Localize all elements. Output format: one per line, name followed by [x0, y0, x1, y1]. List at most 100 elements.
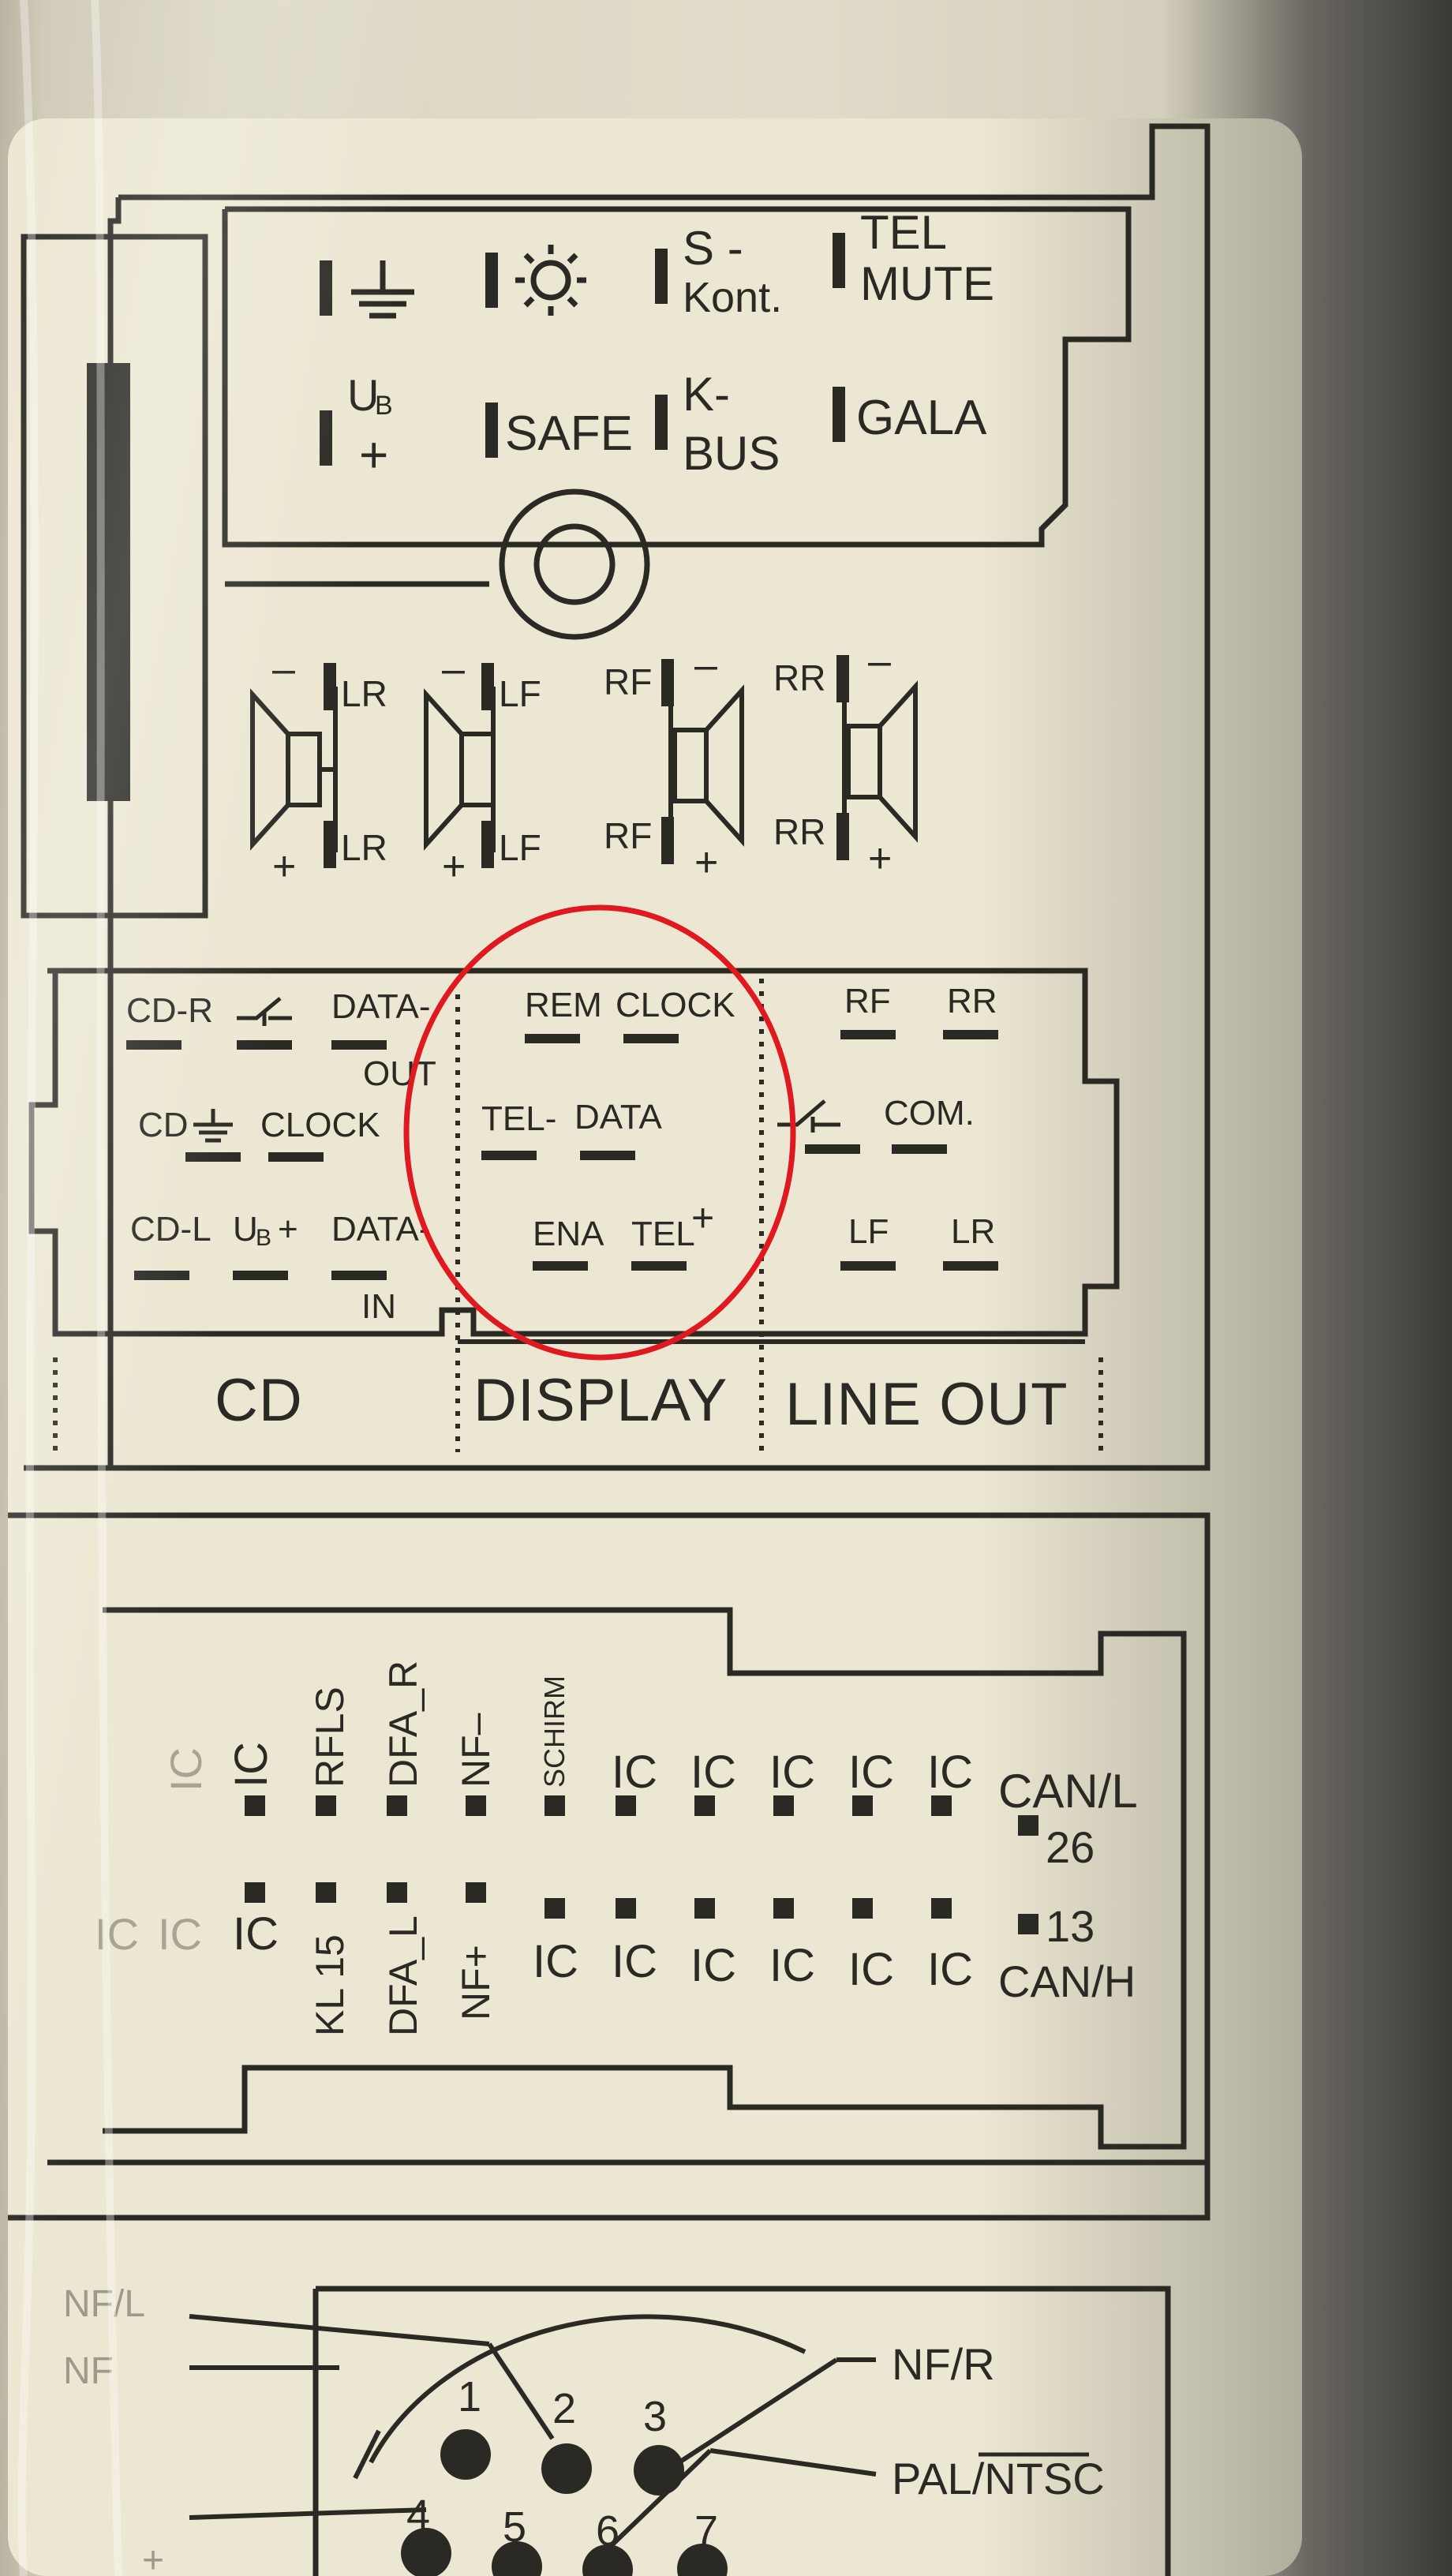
lower-pin-kl15: KL 15 [308, 1934, 352, 2036]
ground-icon-cd [193, 1109, 233, 1143]
display-pin-tel-plus-sign: + [691, 1196, 714, 1240]
spk-label-rf-bottom: RF [604, 815, 652, 856]
cd-pin-ub: U [233, 1210, 258, 1249]
display-pin-ena: ENA [533, 1215, 604, 1253]
display-pin-data: DATA [574, 1098, 662, 1136]
lineout-pin-com: COM. [884, 1094, 975, 1133]
lower-pin-ic-bottom-7: IC [927, 1944, 973, 1995]
spk-plus-3: + [694, 840, 718, 886]
faded-pin-ic-1: IC [95, 1909, 139, 1959]
din-pin-2: 2 [552, 2385, 576, 2432]
lower-pin-ic-bottom-3: IC [612, 1936, 657, 1987]
pin-label-u-plus: + [359, 426, 388, 483]
lower-pin-ic-bottom-5: IC [769, 1940, 815, 1991]
power-connector-outline [222, 206, 1132, 548]
pin-label-k: K- [683, 368, 730, 421]
ground-icon [351, 260, 414, 319]
red-highlight-circle [403, 904, 796, 1361]
section-title-line-out: LINE OUT [785, 1371, 1068, 1438]
lower-pin-schirm: SCHIRM [538, 1676, 571, 1788]
lower-pin-ic-bottom-1: IC [233, 1908, 279, 1960]
spk-plus-4: + [868, 836, 892, 882]
din-label-pal-ntsc: PAL/NTSC [892, 2454, 1105, 2503]
cd-pin-data-out-2: OUT [363, 1054, 436, 1093]
din-connector: 1 2 3 4 5 6 7 NF/R PAL/NTSC NF/L NF + [63, 2283, 1105, 2576]
lower-pin-ic-bottom-2: IC [533, 1936, 578, 1987]
pin-label-mute: MUTE [860, 257, 994, 310]
switch-icon-lineout [777, 1099, 840, 1133]
cd-pin-clock: CLOCK [260, 1106, 380, 1144]
din-pin-5: 5 [503, 2503, 526, 2551]
pin-label-s-kont-1: S - [683, 222, 743, 275]
din-faded-plus: + [142, 2540, 164, 2576]
cd-pin-cd-l: CD-L [130, 1210, 211, 1249]
pin-label-bus: BUS [683, 427, 780, 480]
din-pin-3: 3 [643, 2393, 667, 2440]
cd-pin-data-in-2: IN [361, 1287, 396, 1326]
din-label-nf-r: NF/R [892, 2339, 995, 2389]
black-slot [87, 363, 130, 801]
speaker-icon-lr [250, 687, 338, 852]
lower-pin-ic-top-1: IC [226, 1742, 277, 1788]
display-pin-tel-plus: TEL [631, 1215, 695, 1253]
din-pin-1: 1 [458, 2373, 481, 2421]
spk-minus-4: – [868, 638, 891, 684]
pin-label-u-sub: B [375, 391, 393, 421]
quadlock-pin-markers [126, 1030, 998, 1280]
lower-pin-rfls: RFLS [308, 1687, 352, 1788]
screw-inner-ring [533, 523, 616, 605]
pin-label-tel: TEL [860, 206, 947, 259]
lower-pin-ic-top-2: IC [612, 1747, 657, 1798]
lower-pin-nf-minus: NF– [454, 1713, 498, 1788]
lower-pin-nf-plus: NF+ [454, 1945, 498, 2020]
din-pin-7: 7 [694, 2507, 718, 2555]
sun-icon [515, 245, 586, 316]
section-title-cd: CD [215, 1367, 303, 1434]
lower-pin-13: 13 [1046, 1901, 1095, 1951]
spk-label-lf-bottom: LF [499, 827, 541, 868]
lower-pin-dfa-r: DFA_R [381, 1661, 425, 1788]
spk-plus-2: + [442, 844, 466, 889]
lineout-pin-rf: RF [844, 982, 891, 1020]
din-pin-4: 4 [406, 2492, 430, 2539]
pin-label-safe: SAFE [505, 406, 633, 461]
cd-pin-cd-r: CD-R [126, 991, 213, 1030]
pin-label-gala: GALA [856, 391, 987, 445]
lineout-pin-lr: LR [951, 1212, 995, 1251]
lower-pin-ic-bottom-6: IC [848, 1944, 894, 1995]
pin-label-u: U [347, 370, 379, 420]
lower-connector: IC RFLS DFA_R NF– SCHIRM IC IC IC IC IC … [95, 1661, 1138, 2036]
section-title-display: DISPLAY [473, 1367, 728, 1434]
din-faded-nf-l: NF/L [63, 2283, 145, 2325]
screw-outer-ring [499, 489, 650, 640]
faded-pin-ic-2: IC [158, 1909, 202, 1959]
lower-pin-ic-top-5: IC [848, 1747, 894, 1798]
lower-pin-dfa-l: DFA_L [381, 1915, 425, 2036]
spk-minus-1: – [272, 646, 295, 692]
spk-label-rf-top: RF [604, 661, 652, 702]
display-pin-rem: REM [525, 986, 602, 1024]
lineout-pin-lf: LF [848, 1212, 889, 1251]
pin-label-s-kont-2: Kont. [683, 274, 782, 321]
lower-pin-ic-top-4: IC [769, 1747, 815, 1798]
spk-plus-1: + [272, 844, 296, 889]
spk-label-rr-top: RR [773, 657, 825, 698]
din-faded-nf: NF [63, 2350, 114, 2392]
power-connector: S - Kont. TEL MUTE U B + SAFE K- BUS GAL… [320, 206, 994, 483]
lower-pin-ic-top-6: IC [927, 1747, 973, 1798]
display-pin-clock: CLOCK [616, 986, 735, 1024]
cd-pin-cd-gnd: CD [138, 1106, 189, 1144]
spk-label-lf-top: LF [499, 673, 541, 714]
lineout-pin-rr: RR [947, 982, 997, 1020]
cd-pin-ub-plus: + [278, 1210, 298, 1249]
din-pin-6: 6 [596, 2507, 619, 2555]
lower-pin-can-l: CAN/L [998, 1765, 1138, 1818]
display-pin-tel-minus: TEL- [481, 1099, 556, 1138]
cd-pin-ub-sub: B [256, 1225, 271, 1251]
spk-label-lr-bottom: LR [341, 827, 387, 868]
spk-label-rr-bottom: RR [773, 811, 825, 852]
lower-pin-ic-top-3: IC [690, 1747, 736, 1798]
spk-label-lr-top: LR [341, 673, 387, 714]
spk-minus-2: – [442, 646, 465, 692]
